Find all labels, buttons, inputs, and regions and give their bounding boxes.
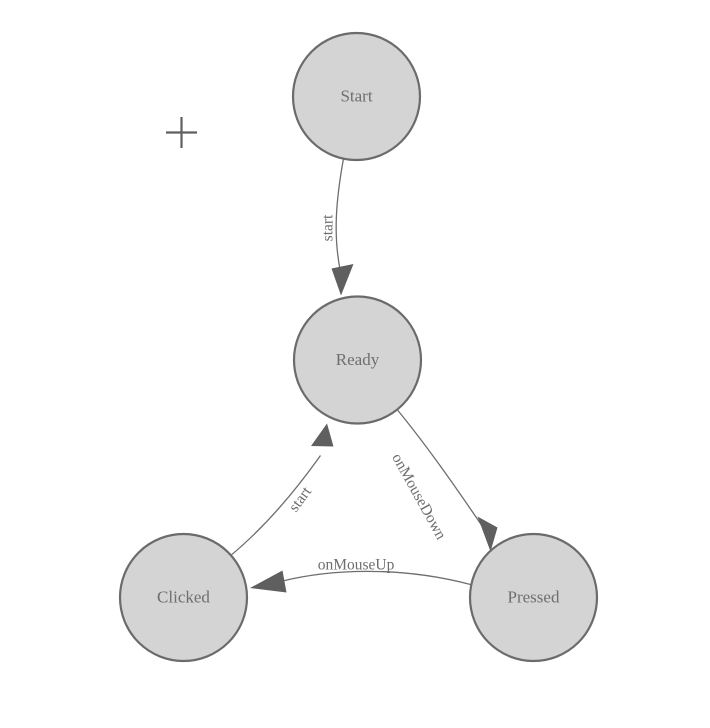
edge-label-clicked-to-ready: start [286, 483, 316, 515]
edge-label-start-to-ready: start [320, 214, 337, 241]
node-start[interactable]: Start [291, 31, 422, 162]
node-start-circle [291, 31, 422, 162]
node-clicked[interactable]: Clicked [118, 532, 249, 663]
edge-pressed-to-clicked[interactable]: onMouseUp [250, 557, 471, 593]
node-pressed-label: Pressed [508, 587, 560, 606]
edge-start-to-ready-path [335, 158, 345, 273]
edge-clicked-to-ready-path [229, 455, 322, 558]
edge-ready-to-pressed-arrowhead [477, 516, 498, 552]
edge-clicked-to-ready-arrowhead [311, 423, 334, 447]
node-start-label: Start [340, 86, 372, 105]
node-pressed[interactable]: Pressed [468, 532, 599, 663]
edge-ready-to-pressed-path [392, 404, 486, 530]
crosshair-icon[interactable] [166, 117, 197, 148]
edge-start-to-ready-arrowhead [331, 264, 354, 296]
node-clicked-label: Clicked [157, 587, 210, 606]
node-ready-label: Ready [336, 350, 380, 369]
node-pressed-circle [468, 532, 599, 663]
edge-pressed-to-clicked-arrowhead [250, 570, 287, 593]
node-clicked-circle [118, 532, 249, 663]
edge-pressed-to-clicked-path [280, 570, 471, 586]
edge-start-to-ready[interactable]: start [320, 158, 354, 296]
node-ready-circle [292, 295, 423, 425]
edge-ready-to-pressed[interactable]: onMouseDown [388, 404, 498, 552]
edge-label-pressed-to-clicked: onMouseUp [318, 557, 395, 574]
node-ready[interactable]: Ready [292, 295, 423, 425]
edge-clicked-to-ready[interactable]: start [229, 423, 334, 558]
edge-label-ready-to-pressed: onMouseDown [388, 451, 449, 543]
